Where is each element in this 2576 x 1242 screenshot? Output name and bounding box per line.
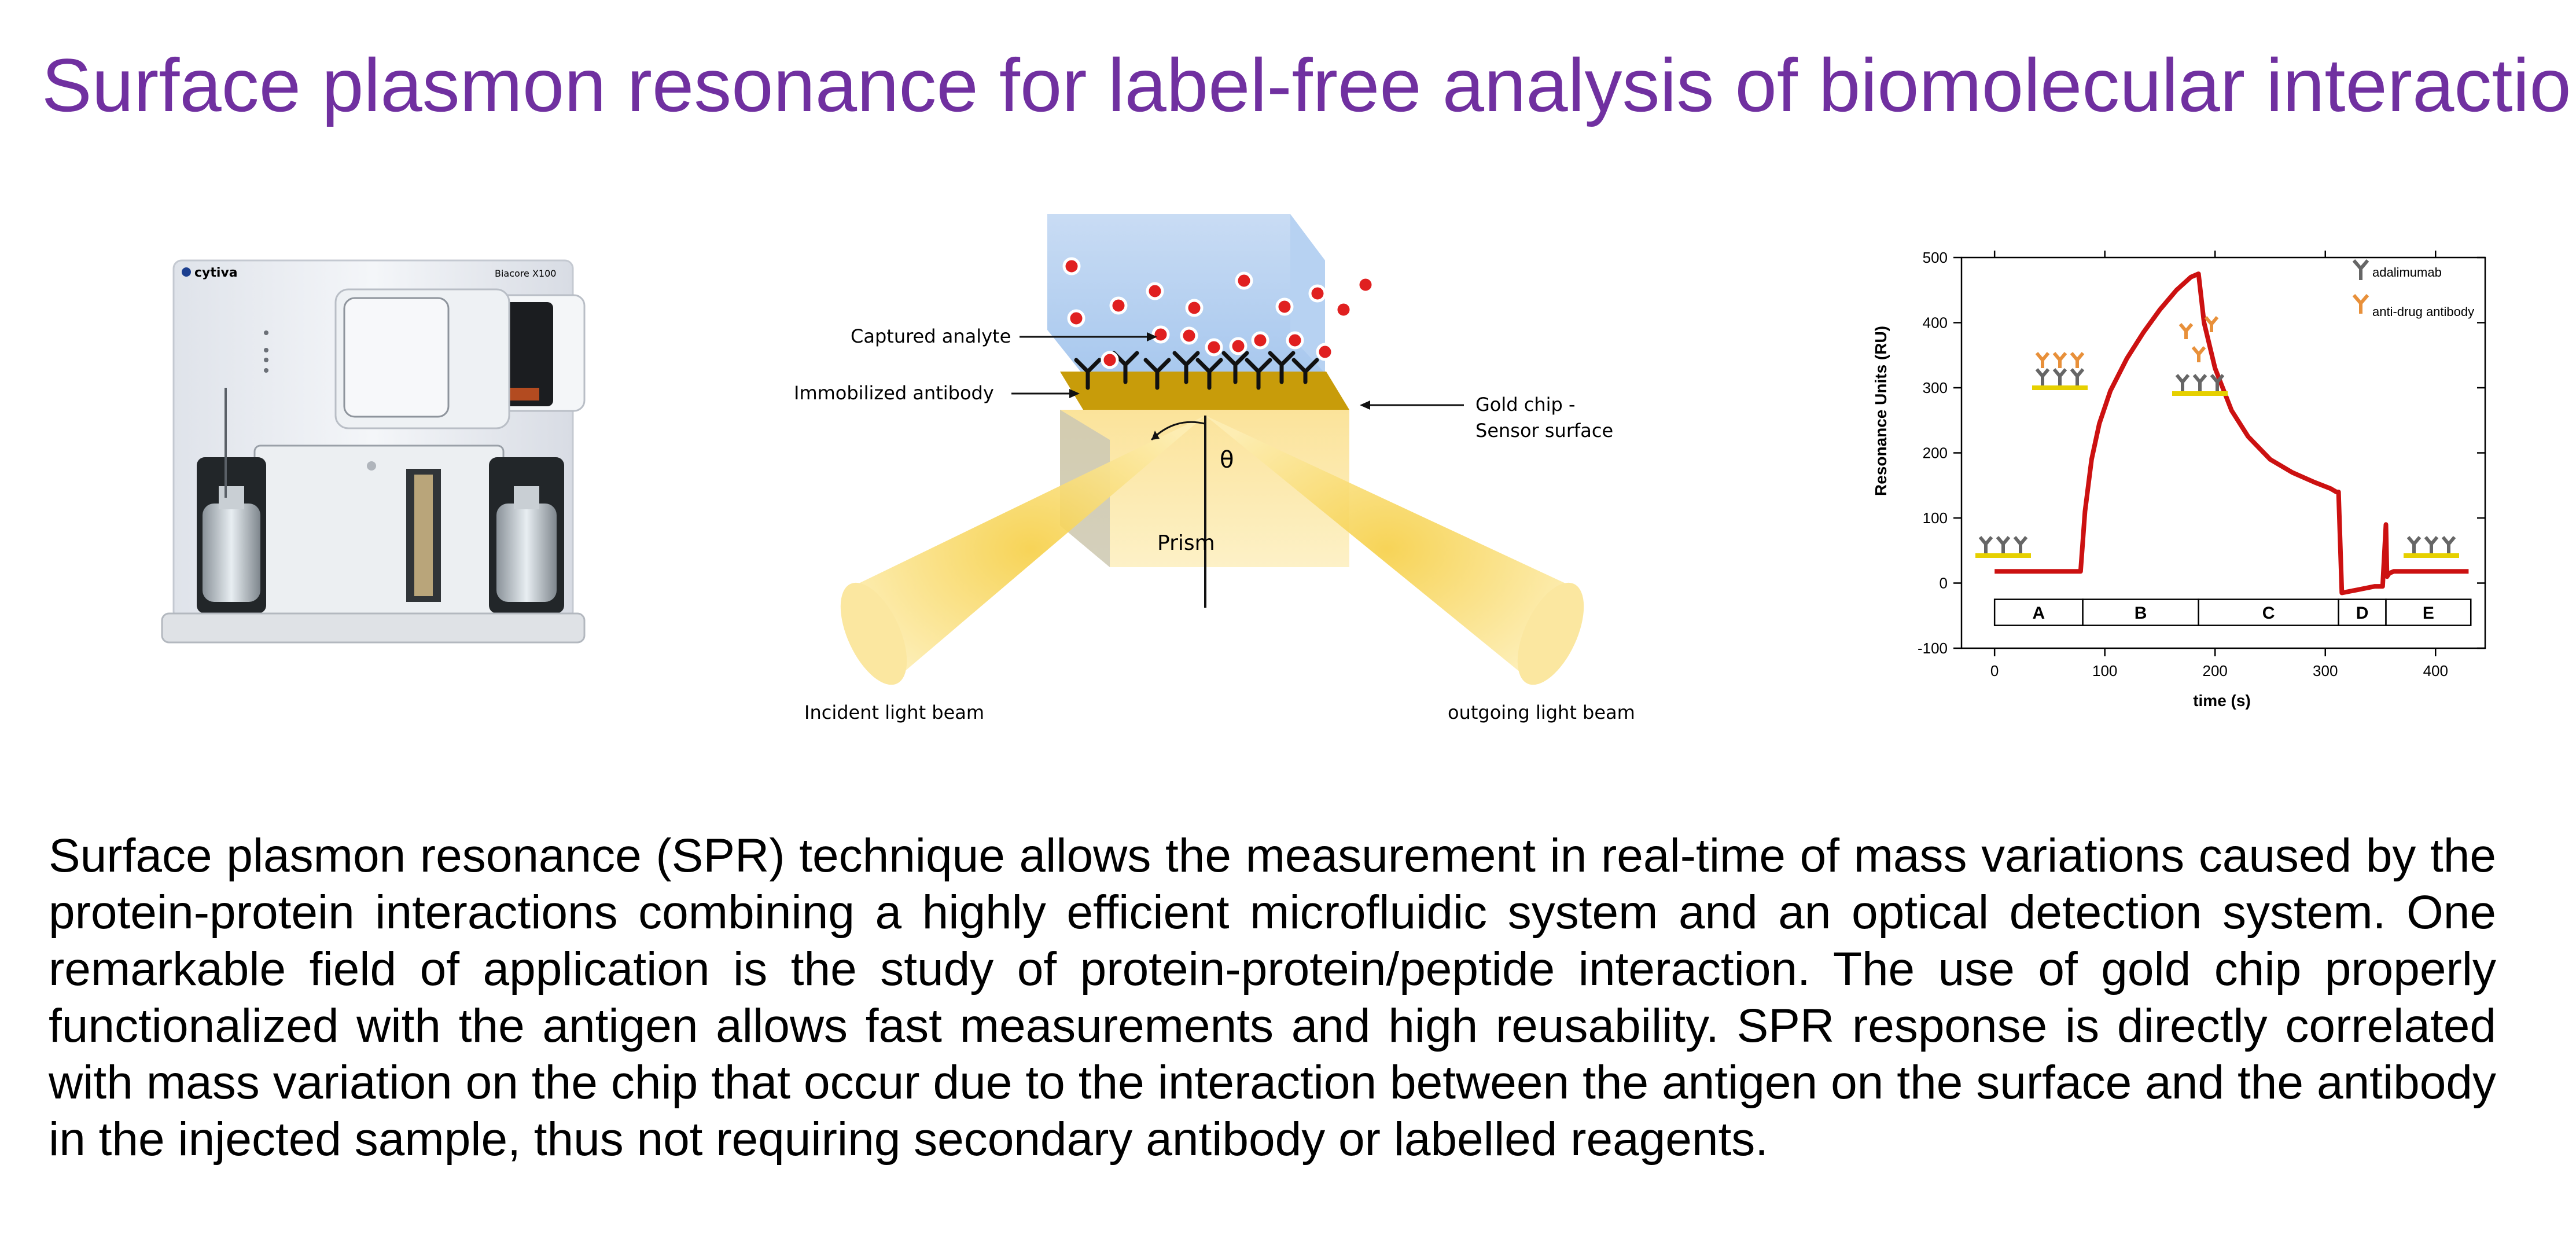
y-tick-label: 200 bbox=[1923, 444, 1948, 462]
x-tick-label: 400 bbox=[2423, 662, 2448, 679]
phase-box bbox=[1993, 598, 2084, 626]
incident-beam-label: Incident light beam bbox=[804, 701, 984, 723]
captured-analyte-label: Captured analyte bbox=[851, 325, 1011, 347]
instrument-image: cytiva Biacore X100 bbox=[161, 259, 586, 644]
description-paragraph: Surface plasmon resonance (SPR) techniqu… bbox=[49, 829, 2496, 1166]
sensorgram-chart: Resonance Units (RU) time (s) -100 0 100 20… bbox=[1872, 249, 2486, 710]
theta-label: θ bbox=[1220, 447, 1234, 473]
y-tick-label: 100 bbox=[1923, 509, 1948, 527]
phase-box bbox=[2198, 598, 2339, 626]
sensorgram-line bbox=[1994, 271, 2469, 596]
analyte-dots bbox=[1062, 257, 1375, 369]
phase-label: D bbox=[2356, 604, 2369, 623]
immobilized-antibody-label: Immobilized antibody bbox=[794, 382, 994, 404]
x-tick-label: 0 bbox=[1990, 662, 1999, 679]
surface-schematics bbox=[1975, 316, 2459, 558]
x-tick-label: 200 bbox=[2203, 662, 2228, 679]
gold-chip-label-1: Gold chip - bbox=[1475, 394, 1576, 416]
legend-anti-drug-antibody: anti-drug antibody bbox=[2372, 304, 2474, 319]
phase-box bbox=[2338, 598, 2387, 626]
phase-label: E bbox=[2423, 604, 2434, 623]
spr-diagram: θ Prism Captured analyte Immo bbox=[794, 214, 1635, 723]
outgoing-beam-label: outgoing light beam bbox=[1448, 701, 1635, 723]
phase-box bbox=[2385, 598, 2472, 626]
phase-label: C bbox=[2262, 604, 2275, 623]
adalimumab-icon bbox=[2352, 259, 2369, 280]
y-axis-label: Resonance Units (RU) bbox=[1872, 326, 1890, 496]
brand-logo: cytiva bbox=[194, 266, 238, 280]
x-tick-label: 100 bbox=[2092, 662, 2117, 679]
x-axis-label: time (s) bbox=[2193, 692, 2251, 710]
y-tick-label: -100 bbox=[1918, 640, 1948, 657]
gold-chip-label-2: Sensor surface bbox=[1475, 420, 1613, 442]
x-tick-label: 300 bbox=[2313, 662, 2338, 679]
page-title: Surface plasmon resonance for label-free… bbox=[42, 43, 2576, 127]
anti-drug-antibody-icon bbox=[2352, 294, 2369, 314]
y-tick-label: 500 bbox=[1923, 249, 1948, 266]
model-label: Biacore X100 bbox=[495, 268, 556, 279]
y-tick-label: 0 bbox=[1940, 575, 1948, 592]
phase-label: B bbox=[2135, 604, 2147, 623]
y-tick-label: 400 bbox=[1923, 314, 1948, 332]
incident-beam bbox=[856, 416, 1205, 683]
chart-legend: adalimumab anti-drug antibody bbox=[2352, 259, 2474, 319]
legend-adalimumab: adalimumab bbox=[2372, 265, 2442, 280]
prism-label: Prism bbox=[1157, 531, 1215, 555]
phase-label: A bbox=[2033, 604, 2045, 623]
antibody-icons bbox=[1074, 351, 1319, 390]
y-tick-label: 300 bbox=[1923, 379, 1948, 396]
outgoing-beam bbox=[1205, 416, 1568, 683]
